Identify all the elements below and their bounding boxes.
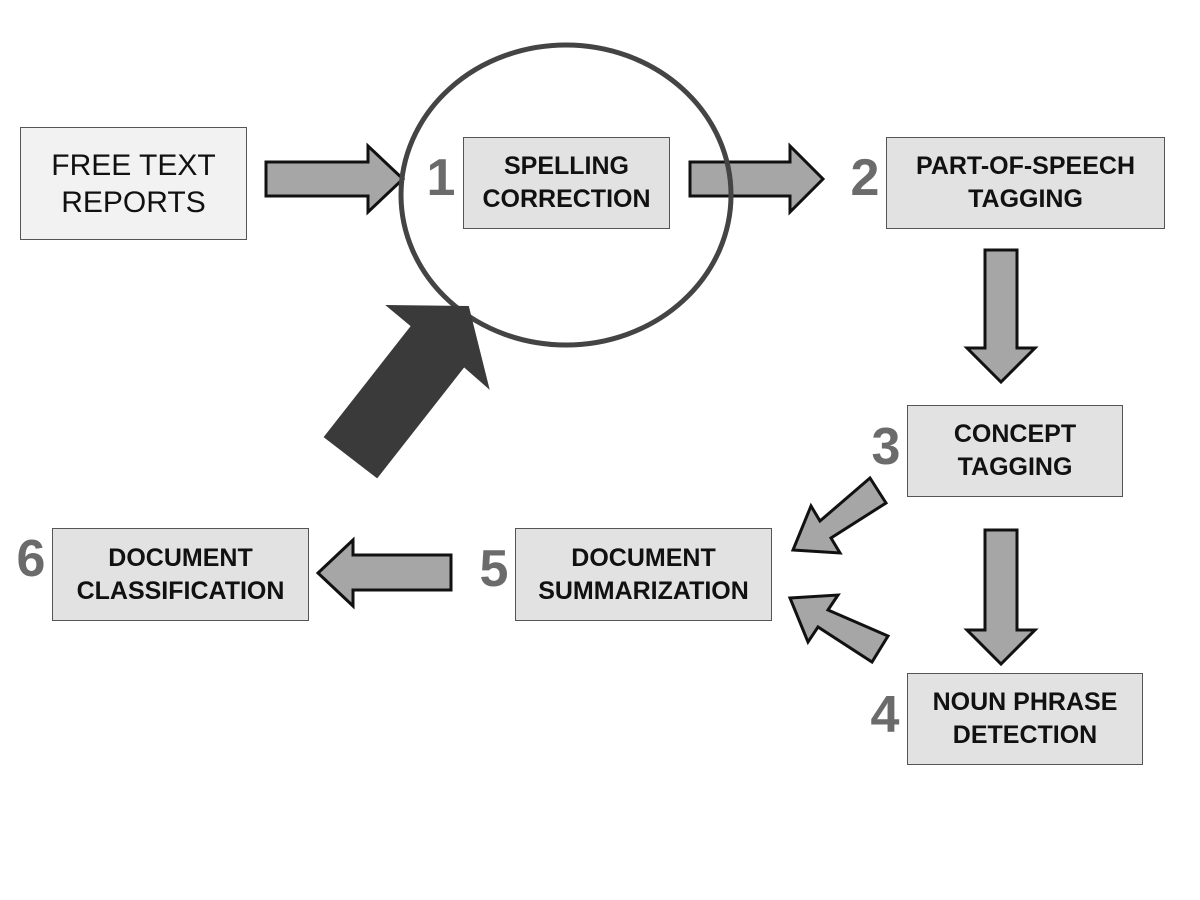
document-summarization-box: DOCUMENT SUMMARIZATION <box>515 528 772 621</box>
step2-label-line2: TAGGING <box>968 185 1083 213</box>
step5-label-line1: DOCUMENT <box>571 543 716 572</box>
arrow-step3-to-step4 <box>963 528 1039 667</box>
step-number-4: 4 <box>870 686 900 744</box>
step3-label-line2: TAGGING <box>957 453 1073 481</box>
arrow-step5-to-step6 <box>315 536 453 610</box>
arrow-step3-to-step5 <box>790 475 889 555</box>
arrow-step1-to-step2 <box>688 142 826 216</box>
step1-label-line1: SPELLING <box>503 152 629 180</box>
step4-label-line1: NOUN PHRASE <box>932 688 1118 716</box>
arrow-source-to-step1 <box>264 142 406 216</box>
source-label-line2: REPORTS <box>61 185 206 219</box>
step-number-3: 3 <box>871 418 901 476</box>
step2-label-line1: PART-OF-SPEECH <box>916 152 1135 180</box>
step-number-2: 2 <box>850 149 880 207</box>
arrow-step2-to-step3 <box>963 248 1039 385</box>
noun-phrase-detection-box: NOUN PHRASE DETECTION <box>907 673 1143 765</box>
step-number-6: 6 <box>16 530 46 588</box>
step6-label-line1: DOCUMENT <box>108 543 253 572</box>
free-text-reports-box: FREE TEXT REPORTS <box>20 127 247 240</box>
step-number-1: 1 <box>426 149 456 207</box>
step5-label-line2: SUMMARIZATION <box>538 576 749 605</box>
concept-tagging-box: CONCEPT TAGGING <box>907 405 1123 497</box>
highlight-circle <box>398 42 734 348</box>
step-number-5: 5 <box>479 540 509 598</box>
step6-label-line2: CLASSIFICATION <box>76 576 285 605</box>
source-label-line1: FREE TEXT <box>51 148 216 182</box>
part-of-speech-tagging-box: PART-OF-SPEECH TAGGING <box>886 137 1165 229</box>
spelling-correction-box: SPELLING CORRECTION <box>463 137 670 229</box>
arrow-step4-to-step5 <box>787 593 891 665</box>
step3-label-line1: CONCEPT <box>953 420 1077 448</box>
highlight-arrow <box>323 304 490 479</box>
step1-label-line2: CORRECTION <box>482 185 651 213</box>
document-classification-box: DOCUMENT CLASSIFICATION <box>52 528 309 621</box>
step4-label-line2: DETECTION <box>952 721 1098 749</box>
